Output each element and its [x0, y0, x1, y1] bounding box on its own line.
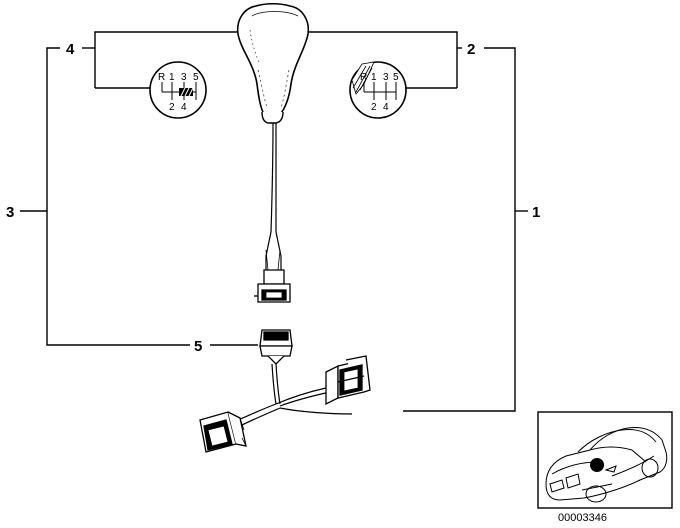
leader-4	[94, 31, 246, 88]
callout-1: 1	[532, 204, 540, 221]
wiring-harness	[237, 363, 353, 427]
shift-right-4: 4	[383, 102, 389, 113]
callout-3: 3	[6, 204, 14, 221]
upper-connector	[254, 269, 291, 303]
shift-left-2: 2	[169, 102, 175, 113]
left-connector	[199, 411, 247, 453]
leader-3	[46, 47, 190, 346]
shift-left-5: 5	[193, 72, 199, 83]
shift-pattern-right: R 1 3 5 2 4	[349, 61, 407, 119]
shift-right-r: R	[360, 72, 367, 83]
lower-connector	[259, 329, 293, 365]
shift-left-3: 3	[181, 72, 187, 83]
shift-right-3: 3	[383, 72, 389, 83]
right-connector	[325, 355, 371, 406]
shift-left-4: 4	[181, 102, 187, 113]
gear-knob	[236, 2, 310, 124]
shift-left-1: 1	[169, 72, 175, 83]
leader-1	[403, 47, 516, 412]
shift-left-r: R	[158, 72, 165, 83]
leader-2	[303, 31, 458, 88]
callout-2: 2	[467, 41, 475, 58]
catalog-number: 00003346	[558, 512, 607, 524]
shift-pattern-left: R 1 3 5 2 4	[149, 61, 207, 119]
knob-cable	[265, 122, 282, 271]
shift-right-1: 1	[371, 72, 377, 83]
leader-lines	[20, 31, 528, 412]
shift-right-5: 5	[393, 72, 399, 83]
callout-5: 5	[194, 338, 202, 355]
car-location-icon	[537, 411, 673, 509]
shift-right-2: 2	[371, 102, 377, 113]
callout-4: 4	[66, 41, 75, 58]
